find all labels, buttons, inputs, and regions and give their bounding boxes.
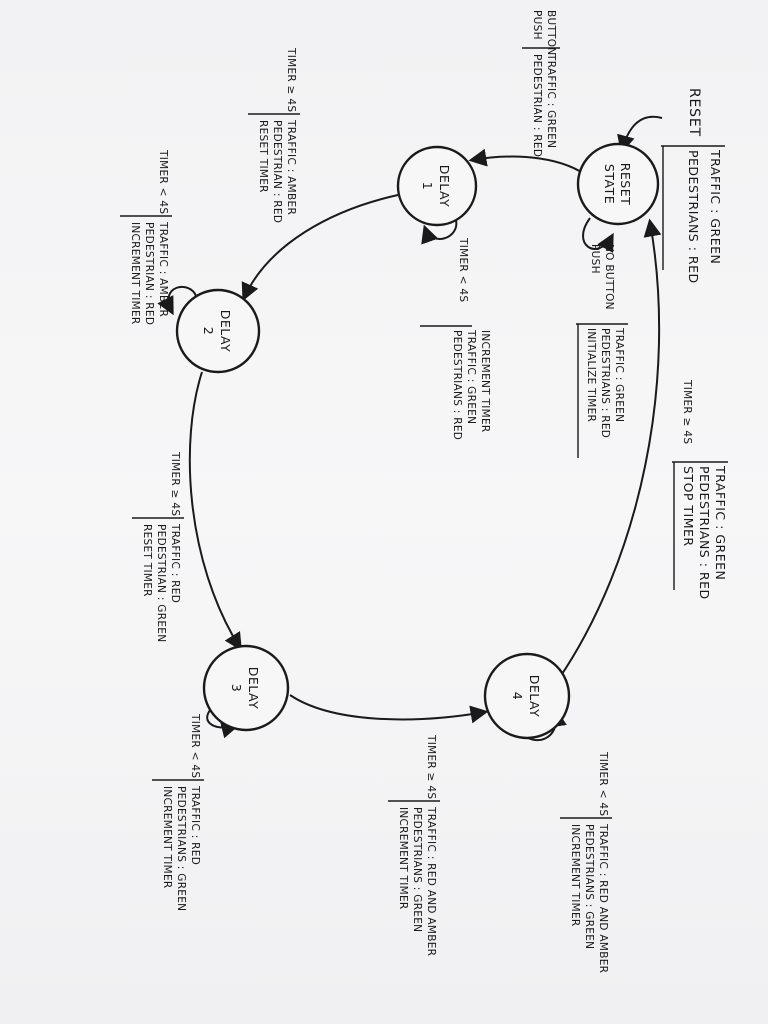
d3-self-cond: TIMER < 4S [189,713,201,778]
d2-to-d3-action-2: PEDESTRIAN : GREEN [155,524,167,642]
d2-self-action-3: INCREMENT TIMER [129,222,141,325]
d2-to-d3-action-3: RESET TIMER [141,524,153,597]
state-delay4-line1: DELAY [527,675,542,718]
edge-delay4-to-reset [557,218,662,681]
d1-to-d2-action-3: RESET TIMER [257,120,269,193]
d4-to-reset-action-1: TRAFFIC : GREEN [713,465,728,580]
label-d3-to-d4: TIMER ≥ 4S TRAFFIC : RED AND AMBER PEDES… [388,734,440,956]
state-delay3-line2: 3 [229,684,244,692]
label-no-button-actions: TRAFFIC : GREEN PEDESTRIANS : RED INITIA… [576,323,628,458]
label-button-push: BUTTON PUSH TRAFFIC : GREEN PEDESTRIAN :… [522,10,560,157]
edge-delay1-to-delay2 [241,194,399,302]
state-delay2-line2: 2 [201,327,216,335]
d2-self-action-1: TRAFFIC : AMBER [157,221,169,317]
d4-to-reset-action-2: PEDESTRIANS : RED [697,466,712,600]
d4-self-action-3: INCREMENT TIMER [569,824,581,927]
d4-to-reset-action-3: STOP TIMER [681,466,696,547]
d3-self-action-1: TRAFFIC : RED [189,785,201,865]
d3-to-d4-action-2: PEDESTRIANS : GREEN [411,807,423,932]
state-delay3: DELAY 3 [202,644,290,732]
label-d4-to-reset: TIMER ≥ 4S [681,379,693,444]
label-d4-to-reset-actions: TRAFFIC : GREEN PEDESTRIANS : RED STOP T… [672,461,728,600]
state-delay1-line2: 1 [420,182,435,190]
d3-to-d4-action-3: INCREMENT TIMER [397,807,409,910]
label-d1-to-d2: TIMER ≥ 4S TRAFFIC : AMBER PEDESTRIAN : … [248,47,300,223]
d4-self-action-1: TRAFFIC : RED AND AMBER [597,823,609,973]
button-push-cond-2: PUSH [531,10,543,40]
no-button-action-1: TRAFFIC : GREEN [613,327,625,422]
label-d3-self: TIMER < 4S TRAFFIC : RED PEDESTRIANS : G… [152,713,204,911]
d1-to-d2-action-2: PEDESTRIAN : RED [271,120,283,223]
label-reset-entry: RESET [686,88,702,137]
edge-delay3-to-delay4 [289,694,489,724]
state-delay3-line1: DELAY [246,667,261,710]
d3-to-d4-action-1: TRAFFIC : RED AND AMBER [425,806,437,956]
d4-self-action-2: PEDESTRIANS : GREEN [583,824,595,949]
reset-entry-action-1: TRAFFIC : GREEN [708,149,723,264]
no-button-cond-1: NO BUTTON [603,244,615,310]
state-reset: RESET STATE [576,142,660,226]
reset-entry-label: RESET [686,88,702,137]
reset-entry-action-2: PEDESTRIANS : RED [686,150,701,284]
no-button-action-3: INITIALIZE TIMER [585,328,597,422]
no-button-cond-2: PUSH [589,244,601,274]
label-d1-self: TIMER < 4S INCREMENT TIMER TRAFFIC : GRE… [420,237,491,440]
d3-self-action-2: PEDESTRIANS : GREEN [175,786,187,911]
label-no-button-push: NO BUTTON PUSH [589,244,615,310]
d2-to-d3-cond: TIMER ≥ 4S [169,451,181,516]
d3-self-action-3: INCREMENT TIMER [161,786,173,889]
edge-delay2-to-delay3 [188,371,242,652]
d4-to-reset-cond: TIMER ≥ 4S [681,379,693,444]
state-delay4-line2: 4 [510,692,525,700]
button-push-cond-1: BUTTON [545,10,557,55]
no-button-action-2: PEDESTRIANS : RED [599,328,611,438]
d2-to-d3-action-1: TRAFFIC : RED [169,523,181,603]
loop-reset [582,217,614,253]
d1-self-action-2: TRAFFIC : GREEN [465,329,477,424]
button-push-action-1: TRAFFIC : GREEN [545,53,557,148]
state-delay2: DELAY 2 [175,288,261,374]
label-d2-to-d3: TIMER ≥ 4S TRAFFIC : RED PEDESTRIAN : GR… [132,451,184,642]
state-reset-line1: RESET [618,163,633,206]
d1-self-cond: TIMER < 4S [457,237,469,302]
loop-delay1 [421,219,458,245]
label-d2-self: TIMER < 4S TRAFFIC : AMBER PEDESTRIAN : … [120,149,172,325]
d1-to-d2-cond: TIMER ≥ 4S [285,47,297,112]
state-delay1: DELAY 1 [396,145,478,227]
state-delay1-line1: DELAY [437,165,452,208]
d1-self-action-3: PEDESTRIANS : RED [451,330,463,440]
d2-self-cond: TIMER < 4S [157,149,169,214]
d2-self-action-2: PEDESTRIAN : RED [143,222,155,325]
d3-to-d4-cond: TIMER ≥ 4S [425,734,437,799]
edge-reset-to-delay1 [468,148,591,179]
button-push-action-2: PEDESTRIAN : RED [531,54,543,157]
d1-to-d2-action-1: TRAFFIC : AMBER [285,119,297,215]
d4-self-cond: TIMER < 4S [597,751,609,816]
state-delay4: DELAY 4 [483,652,571,740]
state-reset-line2: STATE [602,164,617,204]
label-d4-self: TIMER < 4S TRAFFIC : RED AND AMBER PEDES… [560,751,612,973]
loop-delay2 [157,286,197,316]
label-reset-entry-actions: TRAFFIC : GREEN PEDESTRIANS : RED [661,145,725,284]
d1-self-action-1: INCREMENT TIMER [479,330,491,433]
state-delay2-line1: DELAY [218,310,233,353]
